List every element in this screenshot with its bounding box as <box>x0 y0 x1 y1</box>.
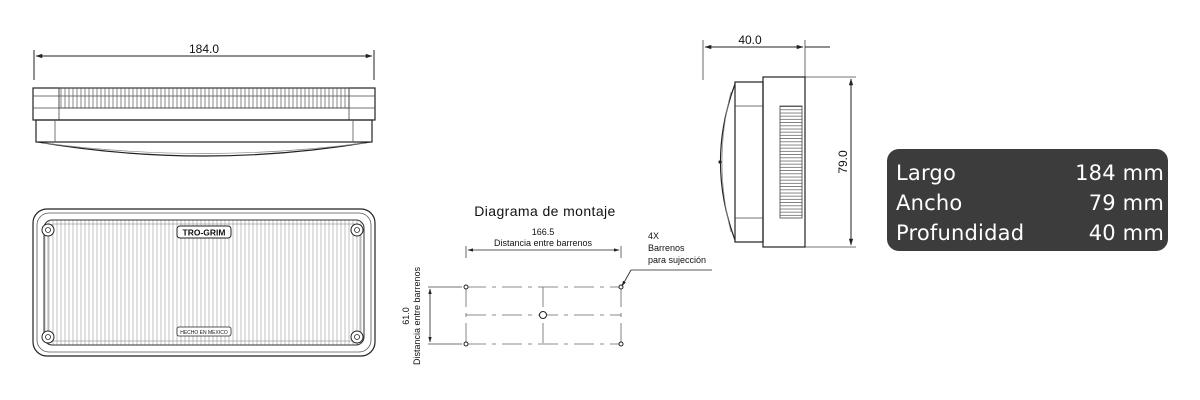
spec-value: 40 mm <box>1088 221 1164 245</box>
depth-dimension-label: 40.0 <box>738 33 762 47</box>
top-view: 184.0 <box>32 42 376 157</box>
specs-card: Largo 184 mm Ancho 79 mm Profundidad 40 … <box>887 149 1168 251</box>
center-hole <box>539 311 547 319</box>
front-outer-frame <box>32 208 376 357</box>
spec-row-length: Largo 184 mm <box>896 158 1164 188</box>
made-in-badge <box>176 326 232 337</box>
front-lens <box>43 219 365 346</box>
hole-leader-line <box>621 269 632 287</box>
screw-icon <box>41 330 55 344</box>
top-view-lens <box>37 141 371 157</box>
hole-label-1: Barrenos <box>648 243 685 253</box>
hole-count: 4X <box>648 231 659 241</box>
hole-spacing-v-value: 61.0 <box>401 307 411 325</box>
screw-icon <box>350 223 364 237</box>
screw-icon <box>41 223 55 237</box>
spec-row-depth: Profundidad 40 mm <box>896 218 1164 248</box>
screw-icon <box>350 330 364 344</box>
height-dimension-label: 79.0 <box>836 150 850 174</box>
spec-label: Largo <box>896 161 957 185</box>
hole-spacing-h-label: Distancia entre barrenos <box>494 238 593 248</box>
width-dimension-label: 184.0 <box>189 42 219 56</box>
front-view: TRO-GRIM HECHO EN MEXICO <box>32 208 376 357</box>
mounting-hole <box>463 284 469 290</box>
hole-label-2: para sujección <box>648 255 706 265</box>
mounting-hole <box>618 341 624 347</box>
side-view: 40.0 79.0 <box>702 33 856 248</box>
made-in-text: HECHO EN MEXICO <box>180 330 228 336</box>
mounting-diagram: Diagrama de montaje 166.5 Distancia entr… <box>401 203 712 365</box>
brand-badge <box>176 225 232 239</box>
brand-text: TRO-GRIM <box>183 228 226 238</box>
spec-label: Ancho <box>896 191 963 215</box>
spec-row-width: Ancho 79 mm <box>896 188 1164 218</box>
spec-value: 184 mm <box>1075 161 1164 185</box>
spec-value: 79 mm <box>1088 191 1164 215</box>
mounting-hole <box>463 341 469 347</box>
mounting-title: Diagrama de montaje <box>474 203 615 219</box>
hole-spacing-h-value: 166.5 <box>532 227 555 237</box>
hole-spacing-v-label: Distancia entre barrenos <box>412 266 422 365</box>
spec-label: Profundidad <box>896 221 1025 245</box>
